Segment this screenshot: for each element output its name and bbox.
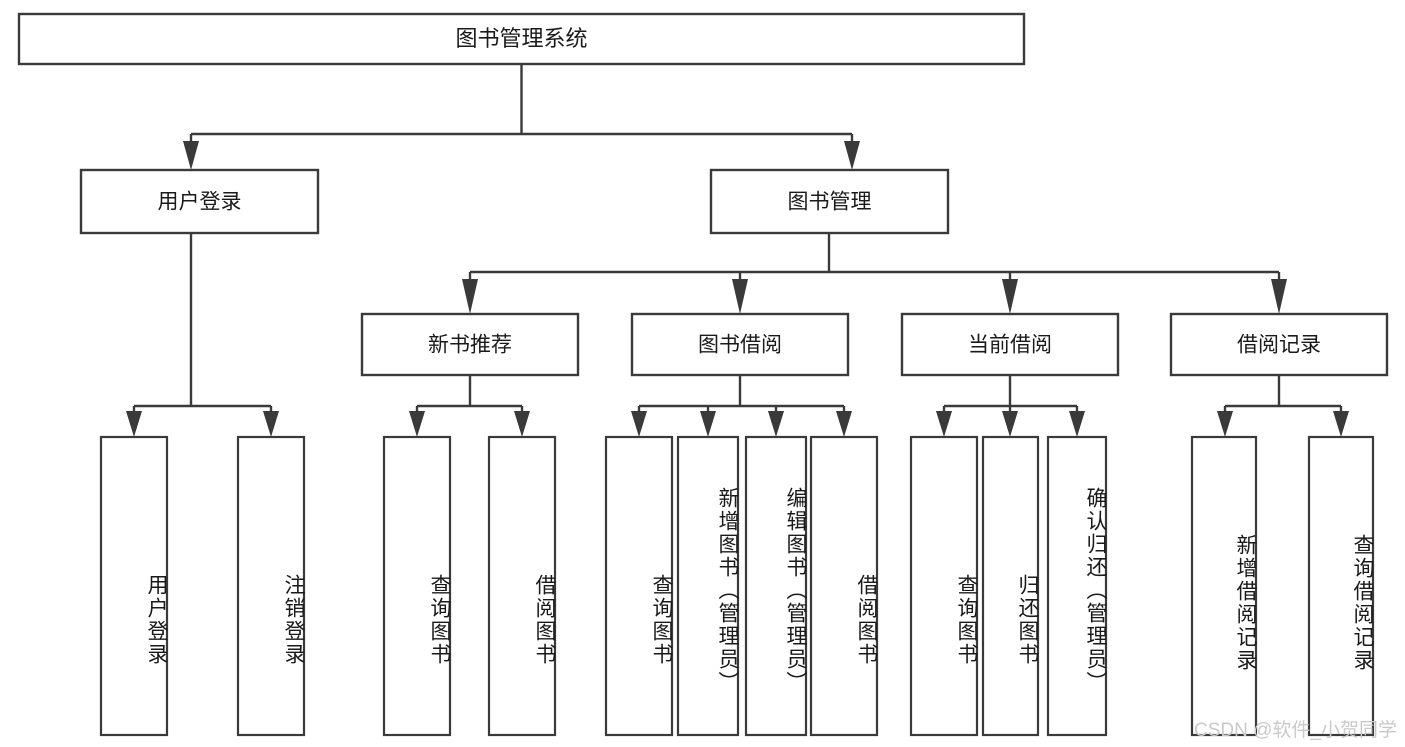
- node-borrow-record[interactable]: 借阅记录: [1169, 312, 1389, 377]
- arrowhead-leaf-query-book-3: [936, 411, 952, 437]
- leaf-label-query-book-2: 查询图书: [650, 574, 673, 666]
- node-new-book-recommend[interactable]: 新书推荐: [360, 312, 580, 377]
- arrowhead-leaf-query-record: [1333, 411, 1349, 437]
- node-root[interactable]: 图书管理系统: [17, 12, 1026, 66]
- node-user-login[interactable]: 用户登录: [79, 168, 320, 235]
- arrowhead-book-management: [844, 141, 860, 170]
- leaf-box-query-record[interactable]: [1307, 435, 1375, 737]
- leaf-label-borrow-book-1: 借阅图书: [533, 574, 556, 666]
- arrowhead-leaf-edit-book: [768, 411, 784, 437]
- leaf-label-query-book-3: 查询图书: [955, 574, 978, 666]
- leaf-label-borrow-book-2: 借阅图书: [855, 574, 878, 666]
- arrowhead-leaf-confirm-return: [1069, 411, 1085, 437]
- leaf-box-add-book[interactable]: [676, 435, 740, 737]
- leaf-label-user-login: 用户登录: [145, 574, 168, 666]
- leaf-label-add-record: 新增借阅记录: [1234, 533, 1257, 672]
- leaf-box-edit-book[interactable]: [744, 435, 808, 737]
- leaf-box-add-record[interactable]: [1190, 435, 1258, 737]
- leaf-box-confirm-return[interactable]: [1046, 435, 1108, 737]
- leaf-label-query-book-1: 查询图书: [428, 574, 451, 666]
- leaf-label-query-record: 查询借阅记录: [1351, 533, 1374, 672]
- node-book-management[interactable]: 图书管理: [709, 168, 950, 235]
- leaf-box-borrow-book-1[interactable]: [487, 435, 557, 737]
- leaf-label-return-book: 归还图书: [1016, 574, 1039, 666]
- arrowhead-leaf-user-login: [126, 411, 142, 437]
- node-borrow-record-label: 借阅记录: [1237, 334, 1321, 357]
- leaf-box-return-book[interactable]: [981, 435, 1040, 737]
- arrowhead-new-book-recommend: [462, 279, 478, 314]
- node-root-label: 图书管理系统: [455, 26, 587, 51]
- arrowhead-leaf-borrow-book-2: [836, 411, 852, 437]
- arrowhead-leaf-user-logout: [263, 411, 279, 437]
- leaf-label-edit-book: 编辑图书（管理员）: [784, 486, 807, 694]
- arrowhead-leaf-add-record: [1217, 411, 1233, 437]
- leaf-boxes: [99, 435, 1375, 737]
- leaf-label-user-logout: 注销登录: [282, 574, 305, 666]
- node-book-management-label: 图书管理: [788, 191, 872, 214]
- node-current-borrow[interactable]: 当前借阅: [900, 312, 1120, 377]
- leaf-box-user-login[interactable]: [99, 435, 169, 737]
- node-current-borrow-label: 当前借阅: [968, 334, 1052, 357]
- node-book-borrow[interactable]: 图书借阅: [630, 312, 850, 377]
- arrowhead-leaf-query-book-2: [631, 411, 647, 437]
- arrowhead-current-borrow: [1002, 279, 1018, 314]
- arrowhead-leaf-borrow-book-1: [514, 411, 530, 437]
- leaf-box-query-book-1[interactable]: [382, 435, 452, 737]
- leaf-box-query-book-2[interactable]: [604, 435, 674, 737]
- arrowhead-leaf-add-book: [700, 411, 716, 437]
- csdn-watermark: CSDN @软件_小贺同学: [1194, 720, 1397, 741]
- leaf-box-borrow-book-2[interactable]: [809, 435, 879, 737]
- node-new-book-recommend-label: 新书推荐: [428, 334, 512, 357]
- node-book-borrow-label: 图书借阅: [698, 334, 782, 357]
- arrowhead-leaf-query-book-1: [409, 411, 425, 437]
- leaf-label-confirm-return: 确认归还（管理员）: [1084, 486, 1107, 694]
- arrowhead-leaf-return-book: [1002, 411, 1018, 437]
- leaf-box-query-book-3[interactable]: [909, 435, 979, 737]
- arrowhead-book-borrow: [732, 279, 748, 314]
- leaf-box-user-logout[interactable]: [236, 435, 306, 737]
- node-user-login-label: 用户登录: [158, 191, 242, 214]
- connectors: [126, 64, 1349, 437]
- arrowhead-user-login: [183, 141, 199, 170]
- leaf-label-add-book: 新增图书（管理员）: [716, 486, 739, 694]
- arrowhead-borrow-record: [1271, 279, 1287, 314]
